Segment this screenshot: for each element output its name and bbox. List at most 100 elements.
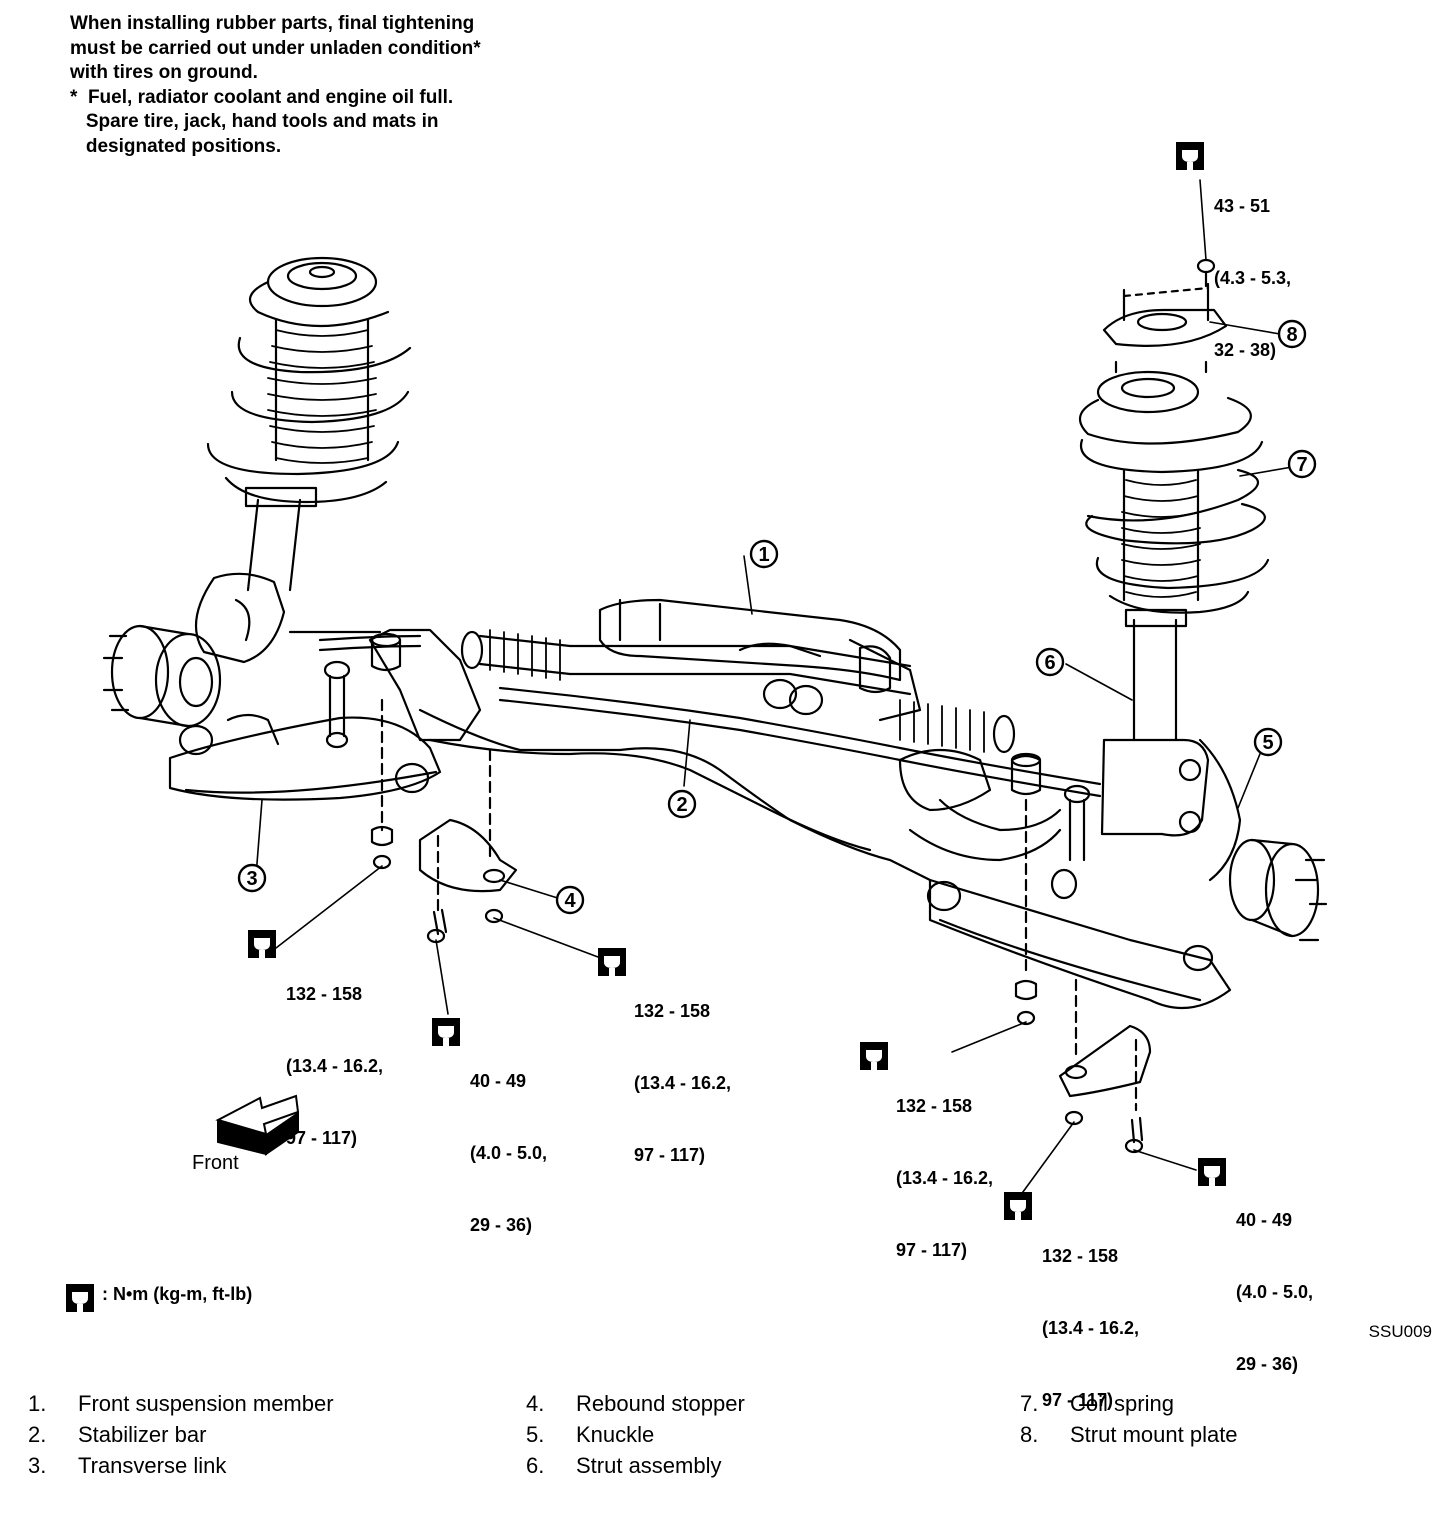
torque-wrench-icon [1004,1192,1032,1220]
bushing-hardware-left [370,698,394,870]
left-strut-assembly [102,256,442,801]
list-item: 6. Strut assembly [526,1450,745,1481]
part-name: Stabilizer bar [78,1422,207,1447]
callout-number: 3 [246,868,257,890]
part-number: 6. [526,1453,545,1478]
callout-group: 1 2 3 4 5 6 7 8 [237,319,1317,915]
torque-value-kgm: (4.3 - 5.3, [1214,268,1292,288]
part-number: 2. [28,1422,47,1447]
torque-spec: 132 - 158 (13.4 - 16.2, 97 - 117) [896,1046,993,1286]
list-item: 8. Strut mount plate [1020,1419,1238,1450]
right-strut-assembly [926,258,1328,1010]
callout-number: 2 [676,794,687,816]
part-number: 3. [28,1453,47,1478]
torque-wrench-icon [432,1018,460,1046]
note-line: with tires on ground. [70,62,258,83]
callout-circle [1253,727,1283,757]
torque-value-ftlb: 97 - 117) [286,1128,358,1148]
callout-circle [749,539,779,569]
torque-spec: 132 - 158 (13.4 - 16.2, 97 - 117) [1042,1196,1139,1436]
part-number: 5. [526,1422,545,1447]
front-direction-label: Front [192,1152,239,1174]
torque-value: 43 - 51 [1214,196,1271,216]
torque-value-ftlb: 97 - 117) [634,1145,706,1165]
callout-circle [1287,449,1317,479]
torque-wrench-icon [860,1042,888,1070]
parts-list-column-1: 1. Front suspension member 2. Stabilizer b… [28,1388,334,1481]
torque-wrench-icon [1198,1158,1226,1186]
callout-circle [1035,647,1065,677]
callout-circle [1277,319,1307,349]
torque-value: 132 - 158 [634,1001,711,1021]
note-line: When installing rubber parts, final tigh… [70,13,475,34]
torque-spec: 43 - 51 (4.3 - 5.3, 32 - 38) [1214,146,1291,386]
part-name: Rebound stopper [576,1391,745,1416]
torque-value-ftlb: 29 - 36) [1236,1354,1299,1374]
callout-number: 7 [1296,454,1307,476]
part-name: Strut assembly [576,1453,722,1478]
torque-value-kgm: (13.4 - 16.2, [286,1056,384,1076]
torque-value: 132 - 158 [286,984,363,1004]
note-line: * Fuel, radiator coolant and engine oil … [70,86,454,108]
torque-spec: 132 - 158 (13.4 - 16.2, 97 - 117) [286,934,383,1174]
part-name: Strut mount plate [1070,1422,1238,1447]
rebound-stopper-left [418,748,518,944]
bushing-hardware-right [1014,798,1038,1026]
rebound-stopper-right [1058,978,1152,1154]
torque-value-ftlb: 97 - 117) [1042,1390,1114,1410]
part-name: Coil spring [1070,1391,1174,1416]
callout-number: 5 [1262,732,1273,754]
leader-lines [255,179,1299,1197]
callout-number: 4 [564,890,576,912]
torque-wrench-icon [1176,142,1204,170]
torque-value-kgm: (13.4 - 16.2, [896,1168,994,1188]
torque-value-kgm: (13.4 - 16.2, [1042,1318,1140,1338]
callout-number: 8 [1286,324,1297,346]
torque-value-kgm: (13.4 - 16.2, [634,1073,732,1093]
front-direction-arrow-icon [215,1094,300,1156]
torque-units-legend: : N•m (kg-m, ft-lb) [102,1284,253,1304]
callout-circle [237,863,267,893]
part-number: 7. [1020,1391,1039,1416]
part-number: 4. [526,1391,545,1416]
torque-value-kgm: (4.0 - 5.0, [470,1143,548,1163]
list-item: 2. Stabilizer bar [28,1419,334,1450]
list-item: 1. Front suspension member [28,1388,334,1419]
torque-wrench-icon [248,930,276,958]
part-name: Front suspension member [78,1391,334,1416]
part-name: Transverse link [78,1453,227,1478]
torque-value: 40 - 49 [470,1071,527,1091]
torque-wrench-icon [598,948,626,976]
torque-value: 40 - 49 [1236,1210,1293,1230]
part-number: 1. [28,1391,47,1416]
torque-spec: 132 - 158 (13.4 - 16.2, 97 - 117) [634,951,731,1191]
torque-spec: 40 - 49 (4.0 - 5.0, 29 - 36) [1236,1160,1313,1400]
list-item: 5. Knuckle [526,1419,745,1450]
part-number: 8. [1020,1422,1039,1447]
torque-value-ftlb: 97 - 117) [896,1240,968,1260]
callout-circle [667,789,697,819]
front-suspension-member [288,598,1062,882]
torque-value-ftlb: 29 - 36) [470,1215,533,1235]
installation-note: When installing rubber parts, final tigh… [70,12,481,159]
list-item: 3. Transverse link [28,1450,334,1481]
note-line: designated positions. [70,135,282,157]
list-item: 4. Rebound stopper [526,1388,745,1419]
parts-list-column-2: 4. Rebound stopper 5. Knuckle 6. Strut asse… [526,1388,745,1481]
note-line: Spare tire, jack, hand tools and mats in [70,111,439,132]
torque-value-kgm: (4.0 - 5.0, [1236,1282,1314,1302]
stabilizer-bar [318,634,1102,798]
parts-list-column-3: 7. Coil spring 8. Strut mount plate [1020,1388,1238,1450]
steering-gear-assembly [460,629,1016,754]
note-line: must be carried out under unladen condit… [70,37,481,59]
torque-value-ftlb: 32 - 38) [1214,340,1277,360]
figure-id: SSU009 [1368,1322,1432,1341]
callout-circle [555,885,585,915]
torque-spec: 40 - 49 (4.0 - 5.0, 29 - 36) [470,1021,547,1261]
callout-number: 1 [758,544,769,566]
callout-number: 6 [1044,652,1055,674]
part-name: Knuckle [576,1422,655,1447]
torque-value: 132 - 158 [1042,1246,1119,1266]
list-item: 7. Coil spring [1020,1388,1238,1419]
